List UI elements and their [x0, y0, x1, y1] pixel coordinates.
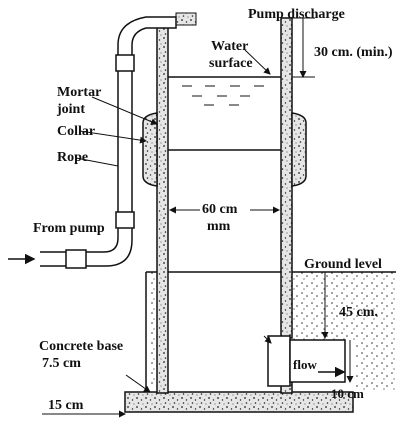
ground-level-label: Ground level: [304, 257, 382, 272]
from-pump-label: From pump: [33, 221, 105, 236]
inlet-pipe: [40, 16, 177, 269]
diameter-label-2: mm: [207, 219, 231, 234]
rope-label: Rope: [57, 150, 88, 165]
concrete-base: [124, 391, 354, 413]
mortar-joint-label-1: Mortar: [57, 85, 101, 100]
mortar-joint-label-2: joint: [56, 102, 85, 117]
water-ripples: [182, 85, 264, 106]
concrete-base-label-2: 7.5 cm: [42, 356, 81, 371]
water-surface-label-2: surface: [209, 56, 253, 71]
collar-label: Collar: [57, 124, 95, 139]
collar-right: [291, 112, 307, 187]
left-wall: [156, 17, 169, 394]
right-wall: [280, 17, 293, 339]
diameter-label-1: 60 cm: [202, 202, 238, 217]
outlet-depth-label: 45 cm.: [339, 305, 378, 320]
freeboard-dimension: [292, 17, 315, 78]
flow-label: flow: [293, 357, 317, 372]
water-surface-label-1: Water: [211, 39, 248, 54]
base-overhang-label: 15 cm: [48, 398, 84, 413]
ground-soil: [148, 272, 396, 390]
outlet-pipe-size-label: 10 cm: [331, 386, 364, 401]
concrete-base-label-1: Concrete base: [39, 339, 123, 354]
leader-lines: [75, 49, 272, 393]
collar-left: [142, 112, 158, 187]
freeboard-label: 30 cm. (min.): [314, 45, 393, 60]
pump-discharge-label: Pump discharge: [248, 7, 345, 22]
